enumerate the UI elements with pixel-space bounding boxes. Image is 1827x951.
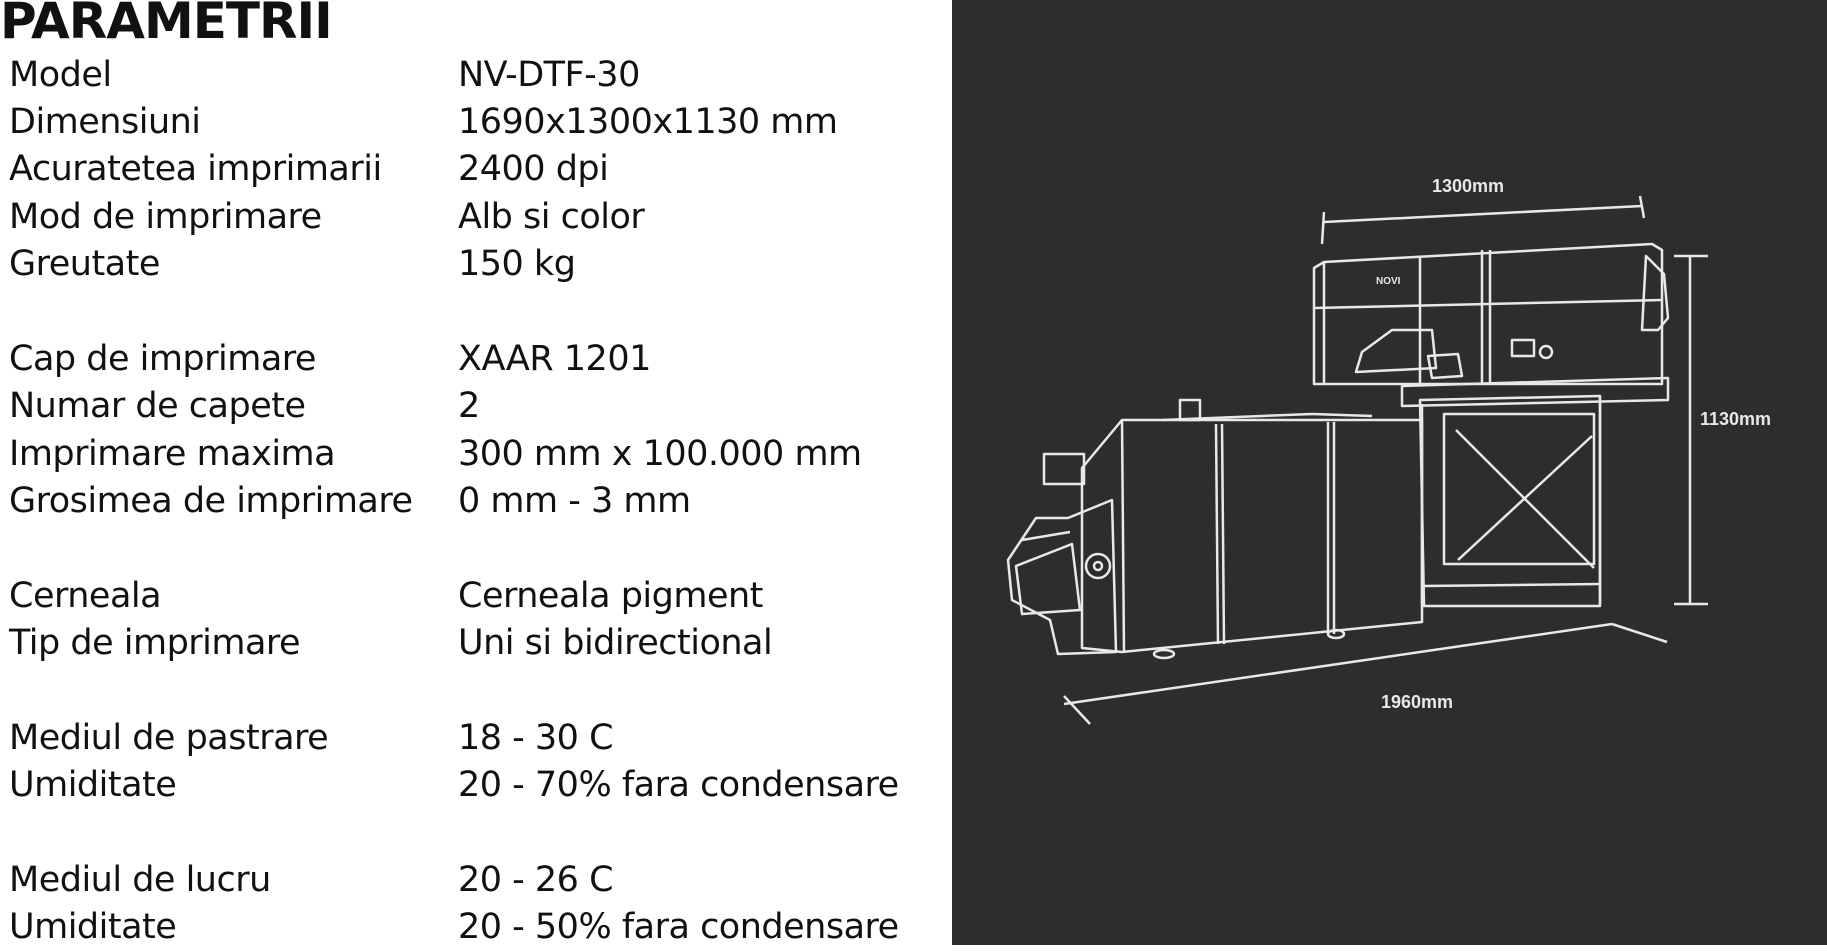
spec-value: XAAR 1201	[458, 339, 651, 379]
height-dimension-label: 1130mm	[1700, 409, 1771, 429]
spec-label: Mediul de pastrare	[9, 718, 329, 758]
spec-value: 20 - 26 C	[458, 860, 614, 900]
spec-value: 2400 dpi	[458, 149, 609, 189]
spec-row-max-print: Imprimare maxima 300 mm x 100.000 mm	[0, 431, 940, 478]
printer-line-art: NOVI	[1006, 195, 1708, 725]
spec-row-work-env: Mediul de lucru 20 - 26 C	[0, 857, 940, 904]
width-dimension-label: 1300mm	[1432, 176, 1504, 196]
spec-value: Cerneala pigment	[458, 576, 763, 616]
spec-label: Umiditate	[9, 765, 177, 805]
spec-value: 1690x1300x1130 mm	[458, 102, 838, 142]
spec-row-print-type: Tip de imprimare Uni si bidirectional	[0, 620, 940, 667]
spec-value: Uni si bidirectional	[458, 623, 773, 663]
spec-label: Numar de capete	[9, 386, 306, 426]
spec-row-print-head: Cap de imprimare XAAR 1201	[0, 336, 940, 383]
spec-value: 0 mm - 3 mm	[458, 481, 691, 521]
spec-value: 300 mm x 100.000 mm	[458, 434, 862, 474]
spec-row-print-mode: Mod de imprimare Alb si color	[0, 194, 940, 241]
spec-row-model: Model NV-DTF-30	[0, 52, 940, 99]
printer-illustration: NOVI	[1006, 176, 1771, 725]
spec-label: Mod de imprimare	[9, 197, 322, 237]
spec-value: 150 kg	[458, 244, 576, 284]
spec-row-dimensions: Dimensiuni 1690x1300x1130 mm	[0, 99, 940, 146]
spec-value: 20 - 70% fara condensare	[458, 765, 899, 805]
spec-row-head-count: Numar de capete 2	[0, 383, 940, 430]
spec-label: Umiditate	[9, 907, 177, 947]
length-dimension-label: 1960mm	[1381, 692, 1453, 712]
spec-label: Mediul de lucru	[9, 860, 271, 900]
spec-row-storage-env: Mediul de pastrare 18 - 30 C	[0, 715, 940, 762]
page-title: PARAMETRII	[0, 0, 333, 50]
spec-value: 2	[458, 386, 480, 426]
printer-dimension-panel: NOVI	[952, 0, 1827, 945]
spec-value: 20 - 50% fara condensare	[458, 907, 899, 947]
spec-row-thickness: Grosimea de imprimare 0 mm - 3 mm	[0, 478, 940, 525]
spec-label: Imprimare maxima	[9, 434, 336, 474]
spec-value: Alb si color	[458, 197, 645, 237]
spec-label: Dimensiuni	[9, 102, 201, 142]
spec-label: Cerneala	[9, 576, 162, 616]
brand-mark: NOVI	[1376, 276, 1401, 287]
spec-row-accuracy: Acuratetea imprimarii 2400 dpi	[0, 146, 940, 193]
spec-row-storage-humidity: Umiditate 20 - 70% fara condensare	[0, 762, 940, 809]
spec-row-ink: Cerneala Cerneala pigment	[0, 573, 940, 620]
spec-value: 18 - 30 C	[458, 718, 614, 758]
spec-label: Greutate	[9, 244, 160, 284]
spec-label: Model	[9, 55, 112, 95]
spec-label: Grosimea de imprimare	[9, 481, 413, 521]
spec-value: NV-DTF-30	[458, 55, 640, 95]
spec-row-weight: Greutate 150 kg	[0, 241, 940, 288]
spec-label: Cap de imprimare	[9, 339, 316, 379]
spec-label: Tip de imprimare	[9, 623, 301, 663]
spec-row-work-humidity: Umiditate 20 - 50% fara condensare	[0, 904, 940, 951]
spec-label: Acuratetea imprimarii	[9, 149, 382, 189]
